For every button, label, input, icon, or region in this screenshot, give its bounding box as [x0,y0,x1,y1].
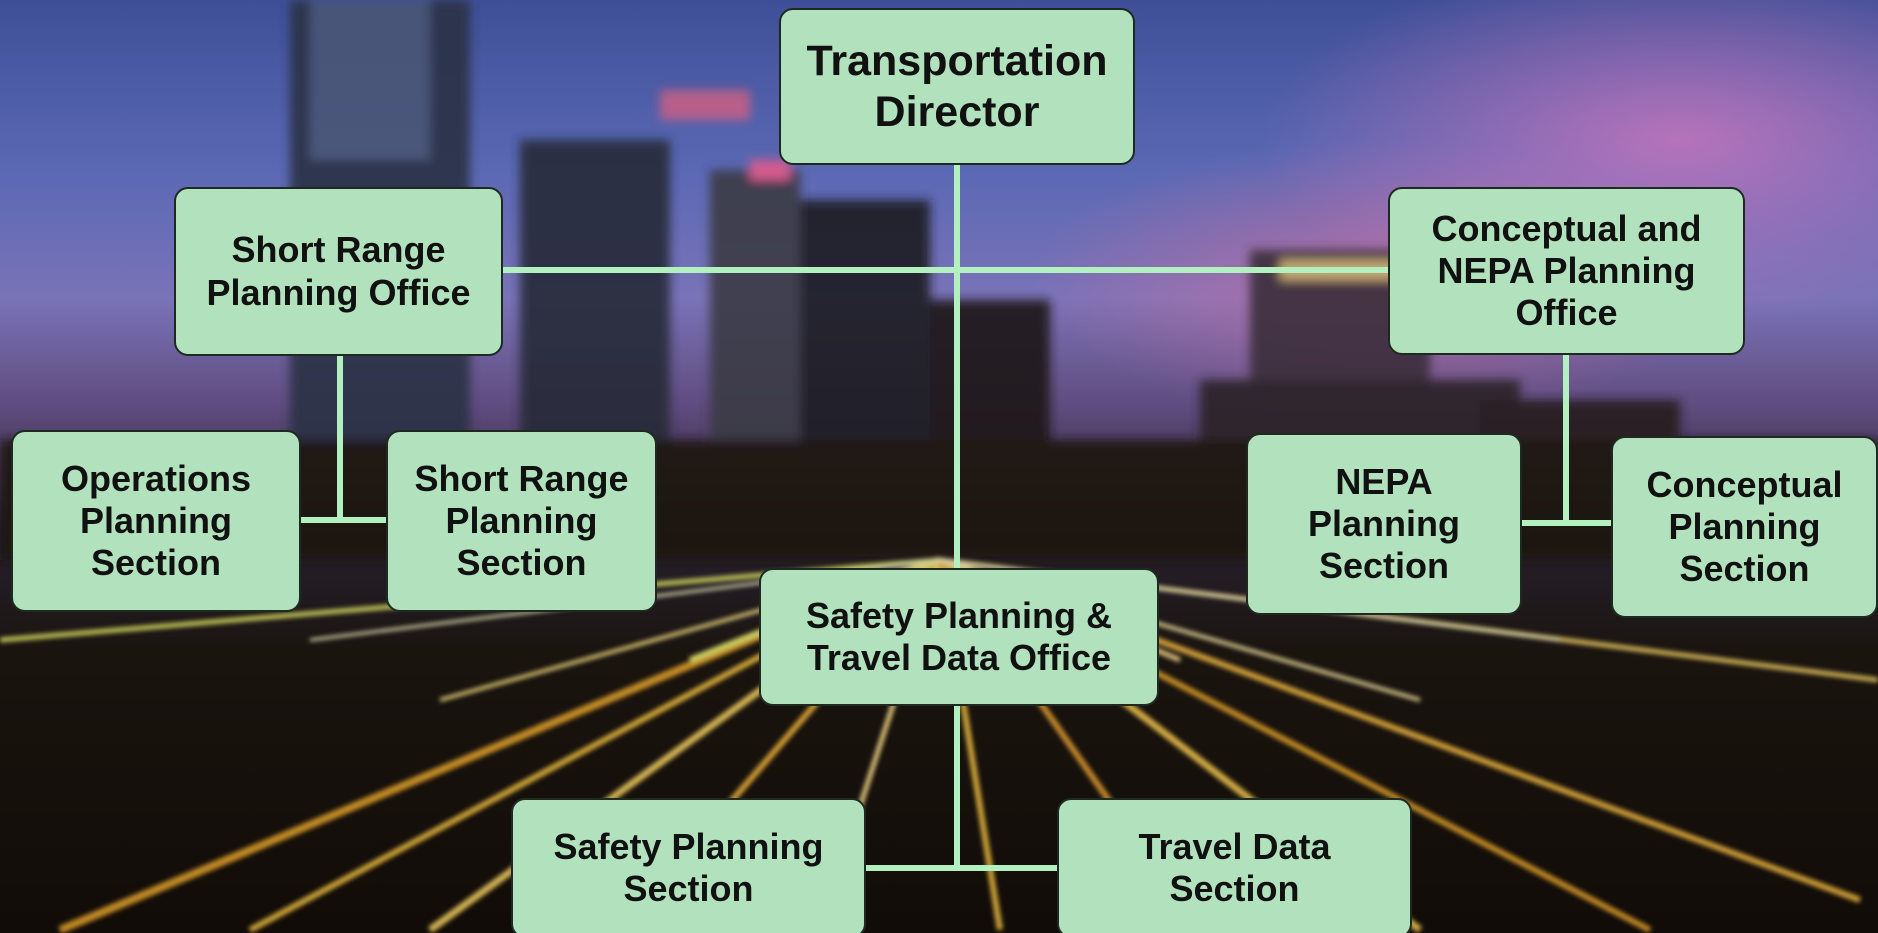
operations-planning-section-label: Operations Planning Section [60,457,252,584]
nepa-planning-section-box: NEPA Planning Section [1246,433,1522,615]
operations-planning-section-box: Operations Planning Section [11,430,301,612]
travel-data-section-box: Travel Data Section [1057,798,1412,933]
short-range-planning-section-box: Short Range Planning Section [386,430,657,612]
conceptual-planning-section-box: Conceptual Planning Section [1611,436,1878,618]
safety-planning-travel-data-office-label: Safety Planning & Travel Data Office [805,594,1113,678]
nepa-planning-section-label: NEPA Planning Section [1308,460,1460,587]
transportation-director-label: Transportation Director [806,37,1108,136]
safety-planning-section-box: Safety Planning Section [511,798,866,933]
conceptual-nepa-planning-office-label: Conceptual and NEPA Planning Office [1431,207,1702,334]
short-range-planning-section-label: Short Range Planning Section [414,457,629,584]
safety-planning-travel-data-office-box: Safety Planning & Travel Data Office [759,568,1159,706]
safety-planning-section-label: Safety Planning Section [553,825,824,909]
travel-data-section-label: Travel Data Section [1138,825,1331,909]
conceptual-planning-section-label: Conceptual Planning Section [1646,463,1843,590]
transportation-director-box: Transportation Director [779,8,1135,165]
conceptual-nepa-planning-office-box: Conceptual and NEPA Planning Office [1388,187,1745,355]
short-range-planning-office-box: Short Range Planning Office [174,187,503,356]
short-range-planning-office-label: Short Range Planning Office [206,229,471,313]
